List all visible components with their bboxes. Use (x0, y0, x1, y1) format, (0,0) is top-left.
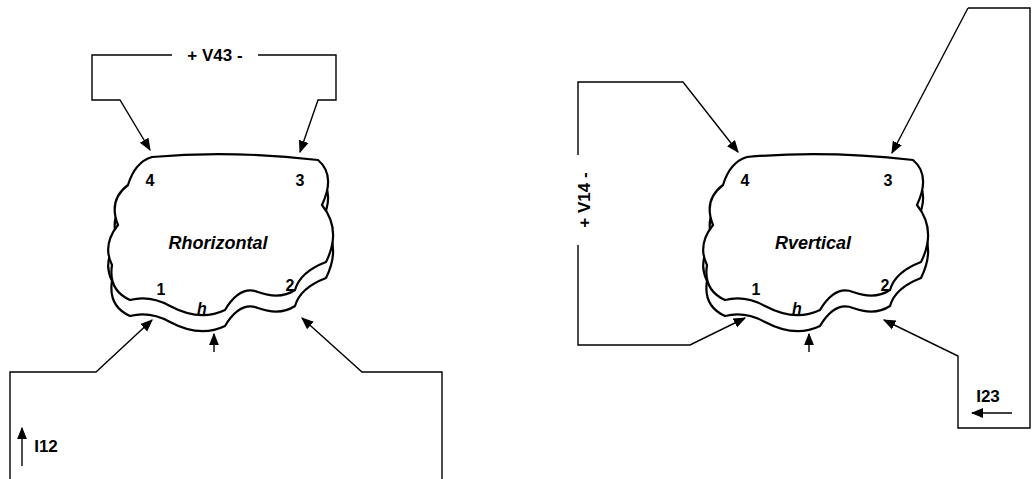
sample-slab: Rhorizontal (100, 140, 350, 360)
contact-number: 2 (881, 278, 890, 294)
wire (972, 412, 1012, 413)
wire (92, 55, 172, 150)
wire (578, 82, 738, 155)
resistance-label: Rvertical (775, 233, 851, 254)
wire (213, 334, 214, 352)
current-label: I23 (976, 388, 1000, 405)
sample-slab: Rvertical (695, 140, 945, 360)
contact-number: 3 (884, 173, 893, 189)
wire (10, 320, 152, 479)
contact-number: 3 (296, 173, 305, 189)
wire (21, 428, 22, 466)
current-label: I12 (34, 438, 58, 455)
voltage-label: + V14 - (576, 172, 593, 227)
contact-number: 4 (741, 173, 750, 189)
wire (302, 318, 442, 479)
contact-number: 1 (157, 282, 166, 298)
wire (258, 55, 336, 152)
thickness-label: h (792, 301, 802, 317)
thickness-label: h (197, 301, 207, 317)
resistance-label: Rhorizontal (169, 233, 268, 254)
contact-number: 4 (146, 173, 155, 189)
wire (892, 8, 968, 153)
contact-number: 1 (752, 282, 761, 298)
contact-number: 2 (286, 278, 295, 294)
voltage-label: + V43 - (187, 47, 242, 64)
wire (808, 334, 809, 352)
